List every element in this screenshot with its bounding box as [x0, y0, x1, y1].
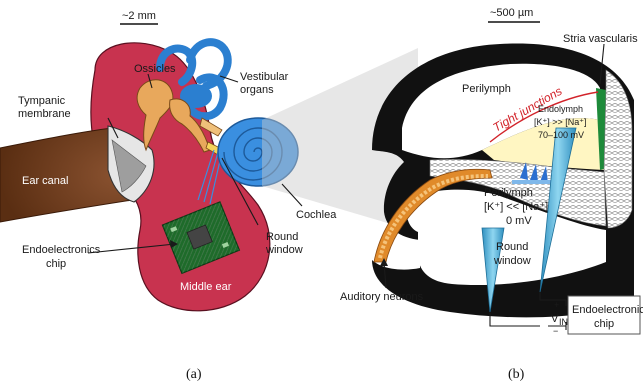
label-endo-1: Endoelectronics [22, 244, 101, 256]
label-endo-conc: [K⁺] >> [Na⁺] [534, 117, 587, 127]
caption-b: (b) [508, 367, 525, 382]
label-vestibular-2: organs [240, 84, 274, 96]
endoelectronic-chip-b: Endoelectronic chip [568, 296, 643, 334]
label-peri-conc: [K⁺] << [Na⁺] [484, 201, 548, 213]
vin-plus: + [554, 300, 559, 310]
label-tympanic-1: Tympanic [18, 95, 66, 107]
label-endo-volt: 70–100 mV [538, 130, 584, 140]
label-ossicles: Ossicles [134, 63, 176, 75]
label-stria: Stria vascularis [563, 33, 638, 45]
panel-a: ~2 mm [0, 10, 418, 382]
label-chip-b-2: chip [594, 318, 614, 330]
vin-sub: IN [559, 317, 568, 327]
label-round-1-b: Round [496, 241, 528, 253]
label-peri-volt: 0 mV [506, 215, 532, 227]
label-chip-b-1: Endoelectronic [572, 304, 643, 316]
label-round-1-a: Round [266, 231, 298, 243]
scale-bar-a: ~2 mm [120, 10, 158, 24]
label-round-2-a: window [265, 244, 303, 256]
label-endo-2: chip [46, 258, 66, 270]
scale-bar-b-label: ~500 µm [490, 7, 533, 19]
label-round-2-b: window [493, 255, 531, 267]
label-tympanic-2: membrane [18, 108, 71, 120]
label-ear-canal: Ear canal [22, 175, 68, 187]
scale-bar-a-label: ~2 mm [122, 10, 156, 22]
vin-label: V [551, 313, 559, 325]
label-vestibular-1: Vestibular [240, 71, 289, 83]
label-endolymph: Endolymph [538, 104, 583, 114]
scale-bar-b: ~500 µm [488, 7, 540, 22]
vin-minus: − [553, 326, 558, 336]
label-auditory-neurons: Auditory neurons [340, 291, 424, 303]
label-cochlea: Cochlea [296, 209, 337, 221]
label-middle-ear: Middle ear [180, 281, 232, 293]
caption-a: (a) [186, 367, 202, 382]
label-perilymph-mid: Perilymph [484, 187, 533, 199]
label-perilymph-top: Perilymph [462, 83, 511, 95]
